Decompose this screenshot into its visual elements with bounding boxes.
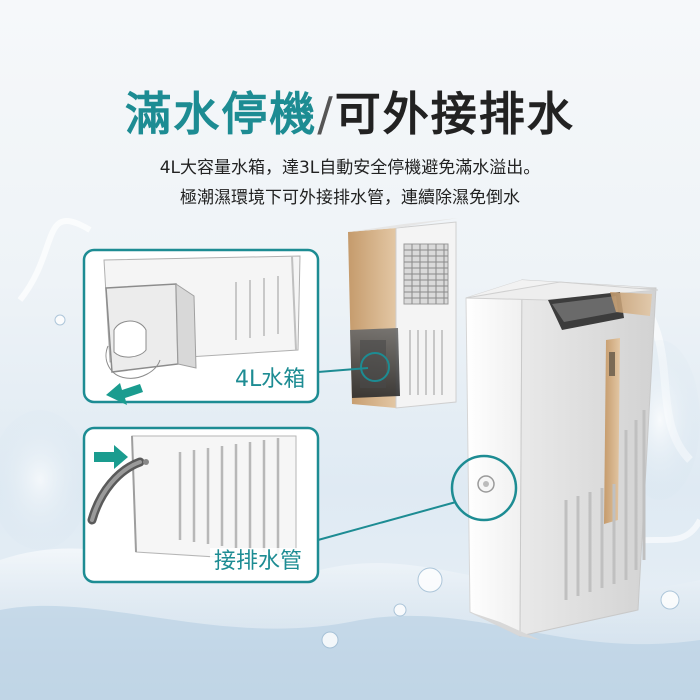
description-line-2: 極潮濕環境下可外接排水管，連續除濕免倒水 bbox=[180, 188, 520, 208]
title-separator: / bbox=[317, 87, 335, 141]
title-part-drain: 可外接排水 bbox=[334, 87, 575, 141]
description-line-1: 4L大容量水箱，達3L自動安全停機避免滿水溢出。 bbox=[159, 158, 541, 178]
drain-callout bbox=[82, 426, 457, 584]
tank-callout bbox=[82, 248, 369, 405]
page-title: 滿水停機/可外接排水 bbox=[0, 78, 700, 144]
rear-view-unit bbox=[348, 218, 458, 409]
title-part-full-stop: 滿水停機 bbox=[125, 87, 318, 141]
front-view-unit bbox=[450, 279, 659, 640]
drain-hose-label: 接排水管 bbox=[210, 548, 307, 576]
tank-label: 4L水箱 bbox=[231, 366, 310, 394]
